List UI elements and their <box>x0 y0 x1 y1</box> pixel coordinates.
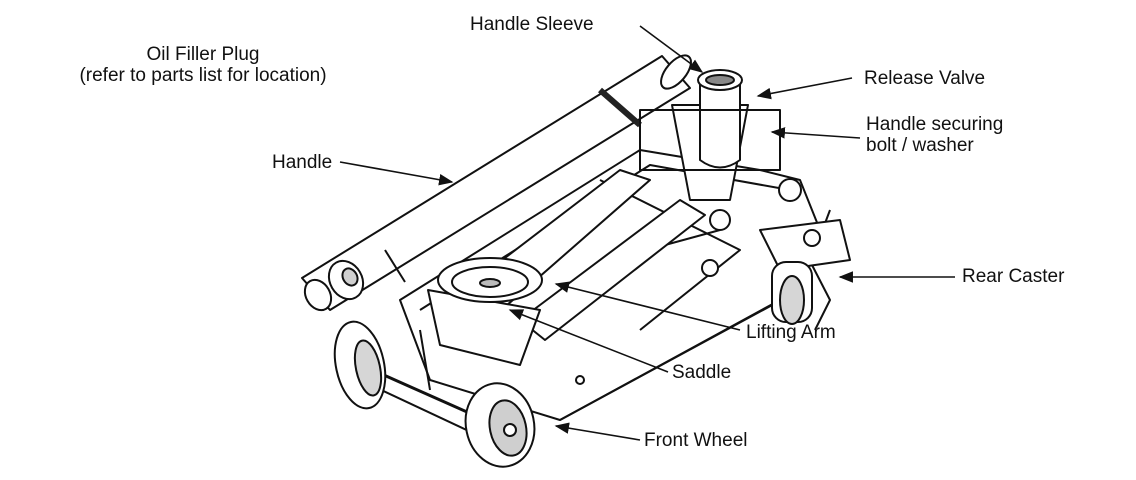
oil-filler-plug-title: Oil Filler Plug <box>146 44 260 65</box>
oil-filler-plug-label: Oil Filler Plug (refer to parts list for… <box>22 44 384 86</box>
handle-securing-line1: Handle securing <box>866 114 1004 135</box>
saddle <box>427 257 543 366</box>
handle-leader <box>339 161 454 186</box>
handle-securing-label: Handle securing bolt / washer <box>866 114 1003 156</box>
oil-filler-plug-note: (refer to parts list for location) <box>79 65 327 86</box>
lifting-arm-label: Lifting Arm <box>746 322 836 343</box>
saddle-leader <box>508 309 669 373</box>
rear-caster-label: Rear Caster <box>962 266 1065 287</box>
release-valve-leader <box>756 77 853 100</box>
release-valve-label: Release Valve <box>864 68 986 89</box>
rear-caster <box>759 219 851 331</box>
handle-securing-line2: bolt / washer <box>866 135 974 156</box>
lifting-arm-leader <box>554 281 741 331</box>
front-wheel-leader <box>554 422 641 441</box>
saddle-label: Saddle <box>672 362 732 383</box>
front-wheels <box>333 320 536 468</box>
handle-sleeve-leader <box>639 25 704 73</box>
leader-lines <box>339 25 955 441</box>
handle-securing-leader <box>770 127 861 139</box>
handle-label: Handle <box>272 152 333 173</box>
front-wheel-label: Front Wheel <box>644 430 748 451</box>
handle-sleeve <box>639 69 781 201</box>
handle-sleeve-label: Handle Sleeve <box>470 14 594 35</box>
handle <box>301 54 692 312</box>
